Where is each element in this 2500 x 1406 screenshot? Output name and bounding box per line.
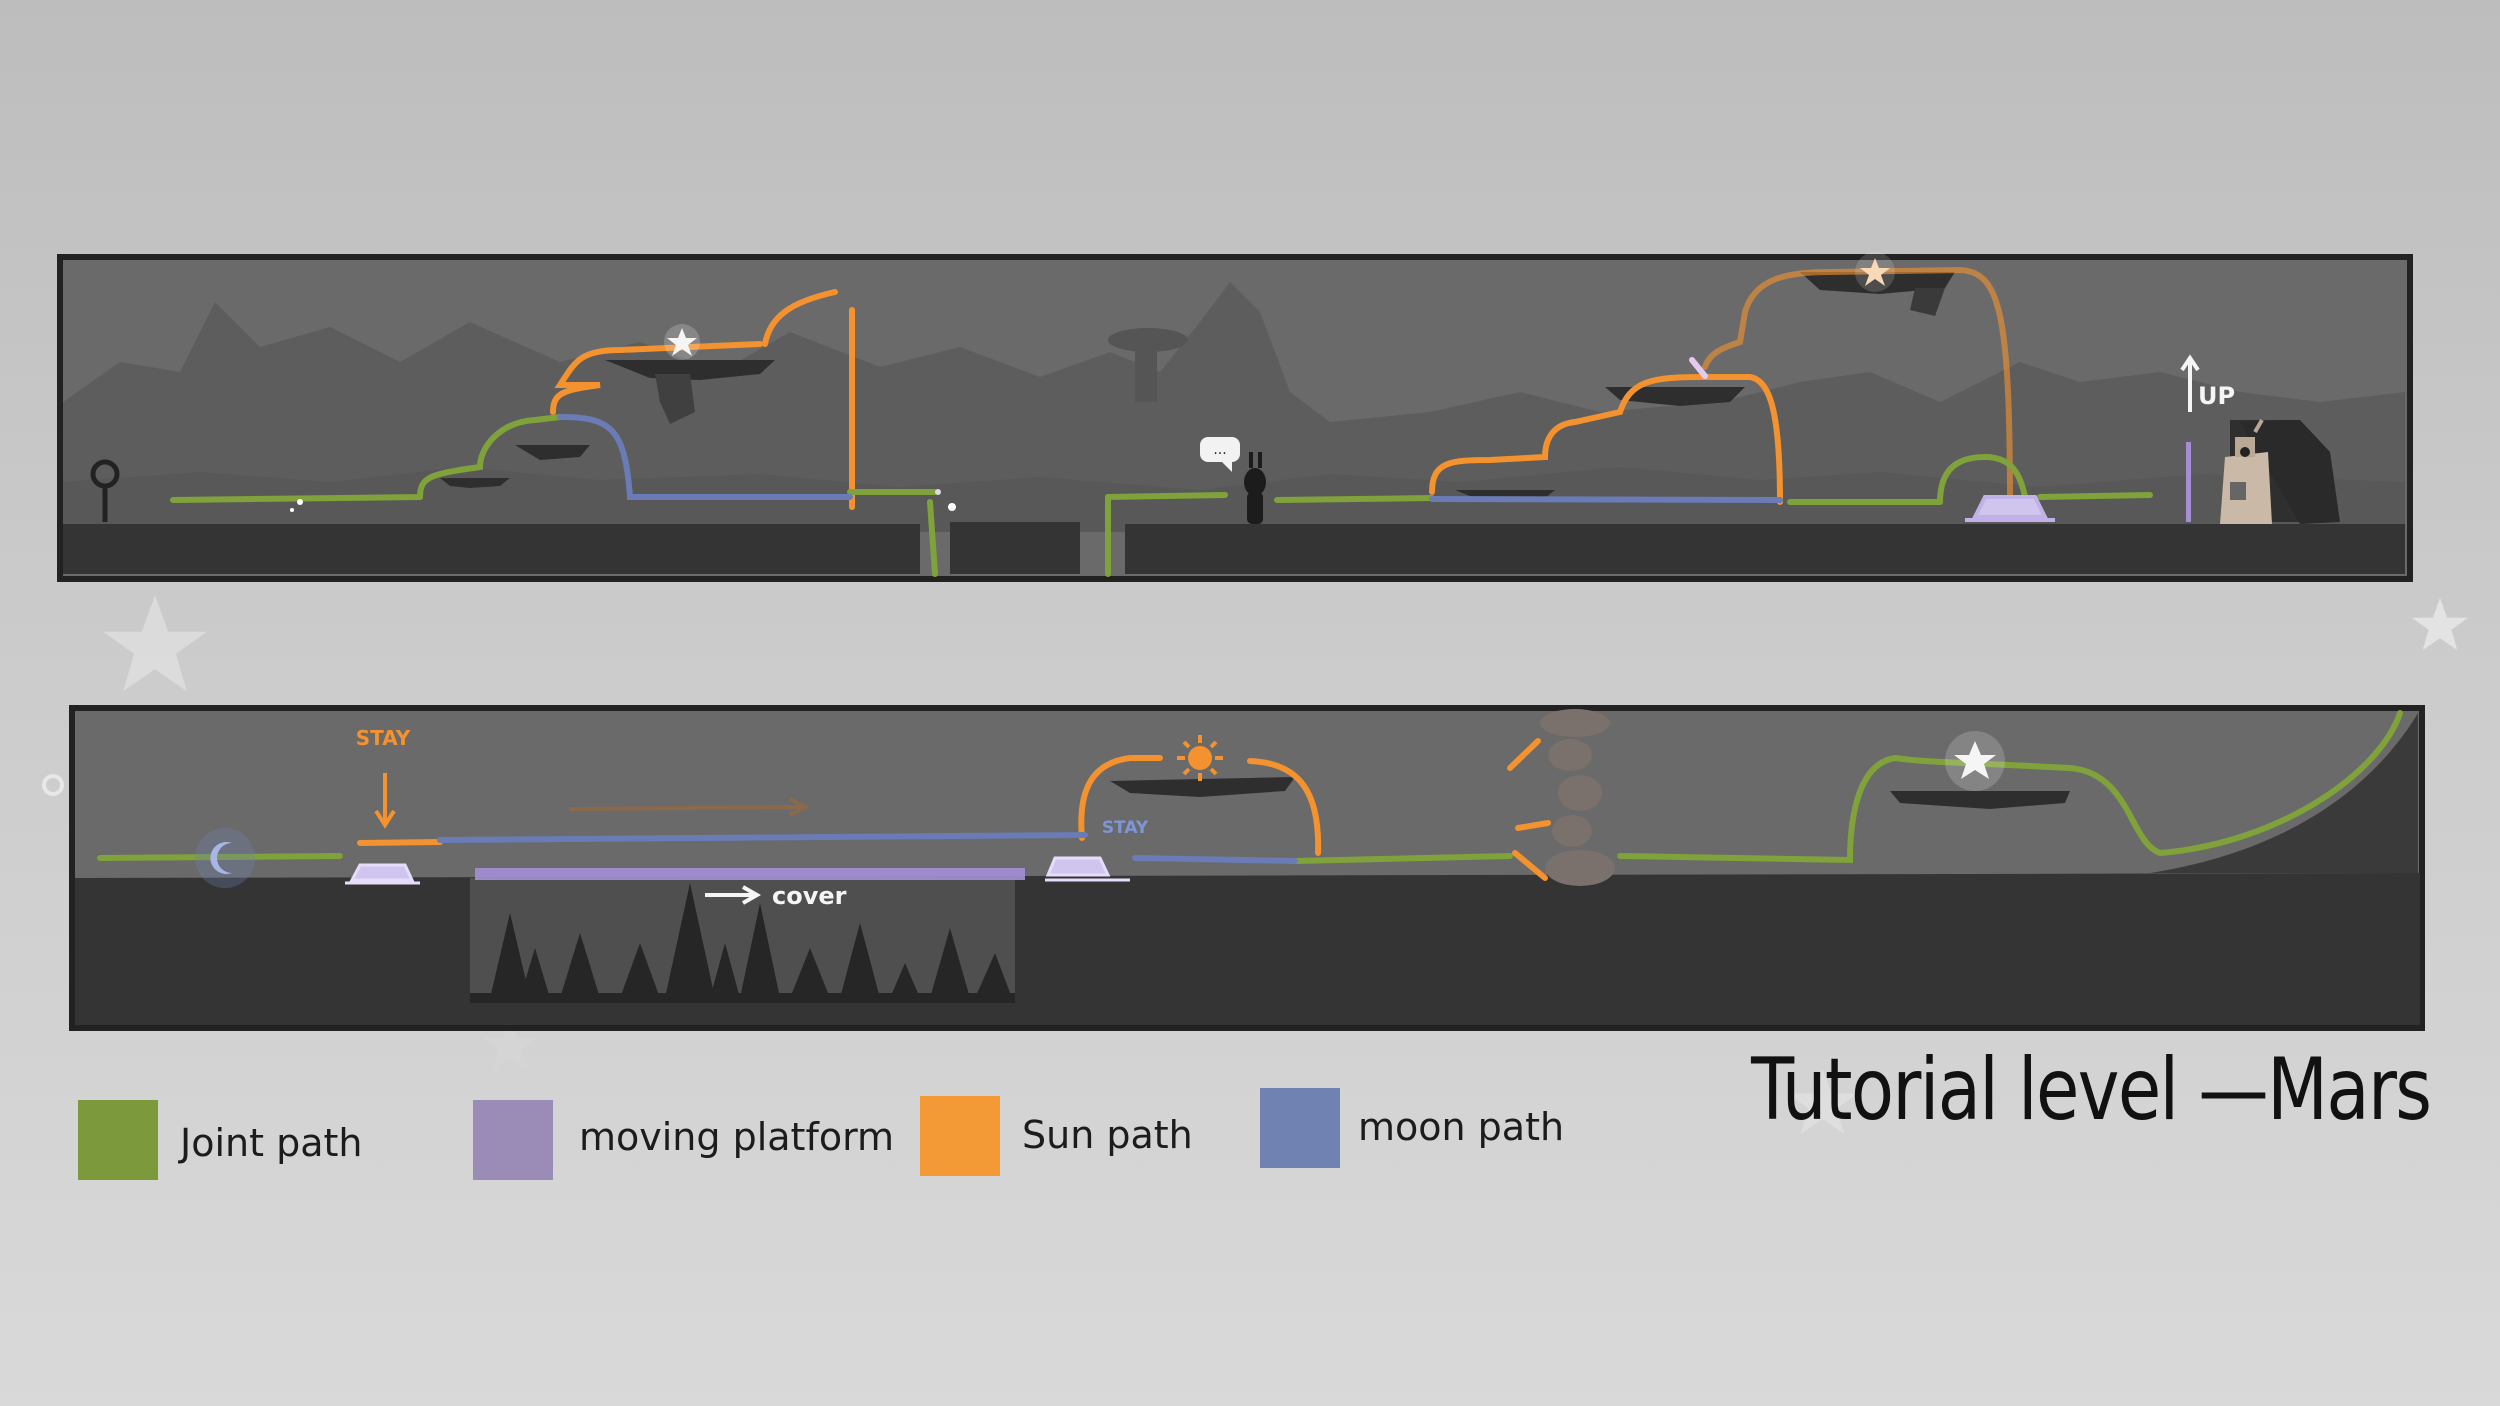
moon-icon <box>195 828 255 888</box>
star-collectible-icon <box>1945 731 2005 791</box>
moon-path-lines <box>437 832 1298 864</box>
legend-swatch <box>473 1100 553 1180</box>
floating-platforms <box>1110 777 2070 809</box>
sun-break-marks <box>1507 738 1551 881</box>
cover-annotation: cover <box>705 882 847 910</box>
background-star-icon <box>103 595 207 692</box>
stay-annotation-bottom: STAY <box>1102 818 1149 838</box>
background-mountains <box>63 282 2405 512</box>
background-star-icon <box>481 1018 539 1071</box>
sun-path-lines <box>357 755 1322 856</box>
moving-platform-bar <box>475 868 1025 880</box>
speech-bubble: ... <box>1200 437 1240 472</box>
legend-swatch <box>920 1096 1000 1176</box>
legend-label: Sun path <box>1022 1113 1193 1157</box>
background-star-icon <box>2411 598 2469 651</box>
diagram-title: Tutorial level —Mars <box>1750 1040 2432 1140</box>
svg-text:STAY: STAY <box>356 726 411 750</box>
ground <box>63 524 920 574</box>
legend-label: Joint path <box>180 1121 363 1165</box>
stay-annotation-top: STAY <box>356 726 411 829</box>
rock-pillar <box>1540 709 1615 886</box>
joint-path-lines <box>170 414 2153 577</box>
svg-text:UP: UP <box>2198 382 2235 410</box>
level-panel-top: ... UP <box>0 252 2500 582</box>
background-hills <box>63 467 2405 532</box>
legend-swatch <box>1260 1088 1340 1168</box>
moving-platform <box>1965 495 2055 522</box>
character-silhouette <box>1244 452 1266 524</box>
robot-icon <box>2220 418 2272 524</box>
spike-pit <box>470 878 1015 1001</box>
sun-icon <box>1177 735 1223 781</box>
legend-label: moon path <box>1358 1105 1565 1149</box>
level-panel-bottom: STAY STAY cover <box>0 703 2500 1033</box>
star-collectible-icon <box>1855 252 1895 292</box>
svg-text:cover: cover <box>772 882 847 910</box>
legend-label: moving platform <box>579 1115 895 1159</box>
up-arrow-annotation: UP <box>2180 354 2235 412</box>
moving-platform <box>345 856 1130 885</box>
direction-arrow <box>569 797 810 817</box>
ground <box>75 873 2420 1025</box>
background-star-icon <box>1787 1068 1858 1134</box>
joint-path-lines <box>97 710 2403 864</box>
lever-icon <box>1689 357 1708 379</box>
gear-icon <box>90 459 120 522</box>
legend-swatch <box>78 1100 158 1180</box>
spikes <box>470 883 1015 1003</box>
svg-text:...: ... <box>1213 442 1226 458</box>
moon-path-lines <box>557 414 1783 503</box>
star-collectible-icon <box>664 324 700 360</box>
sun-path-lines <box>550 266 2013 510</box>
background-planet-icon <box>42 774 64 796</box>
